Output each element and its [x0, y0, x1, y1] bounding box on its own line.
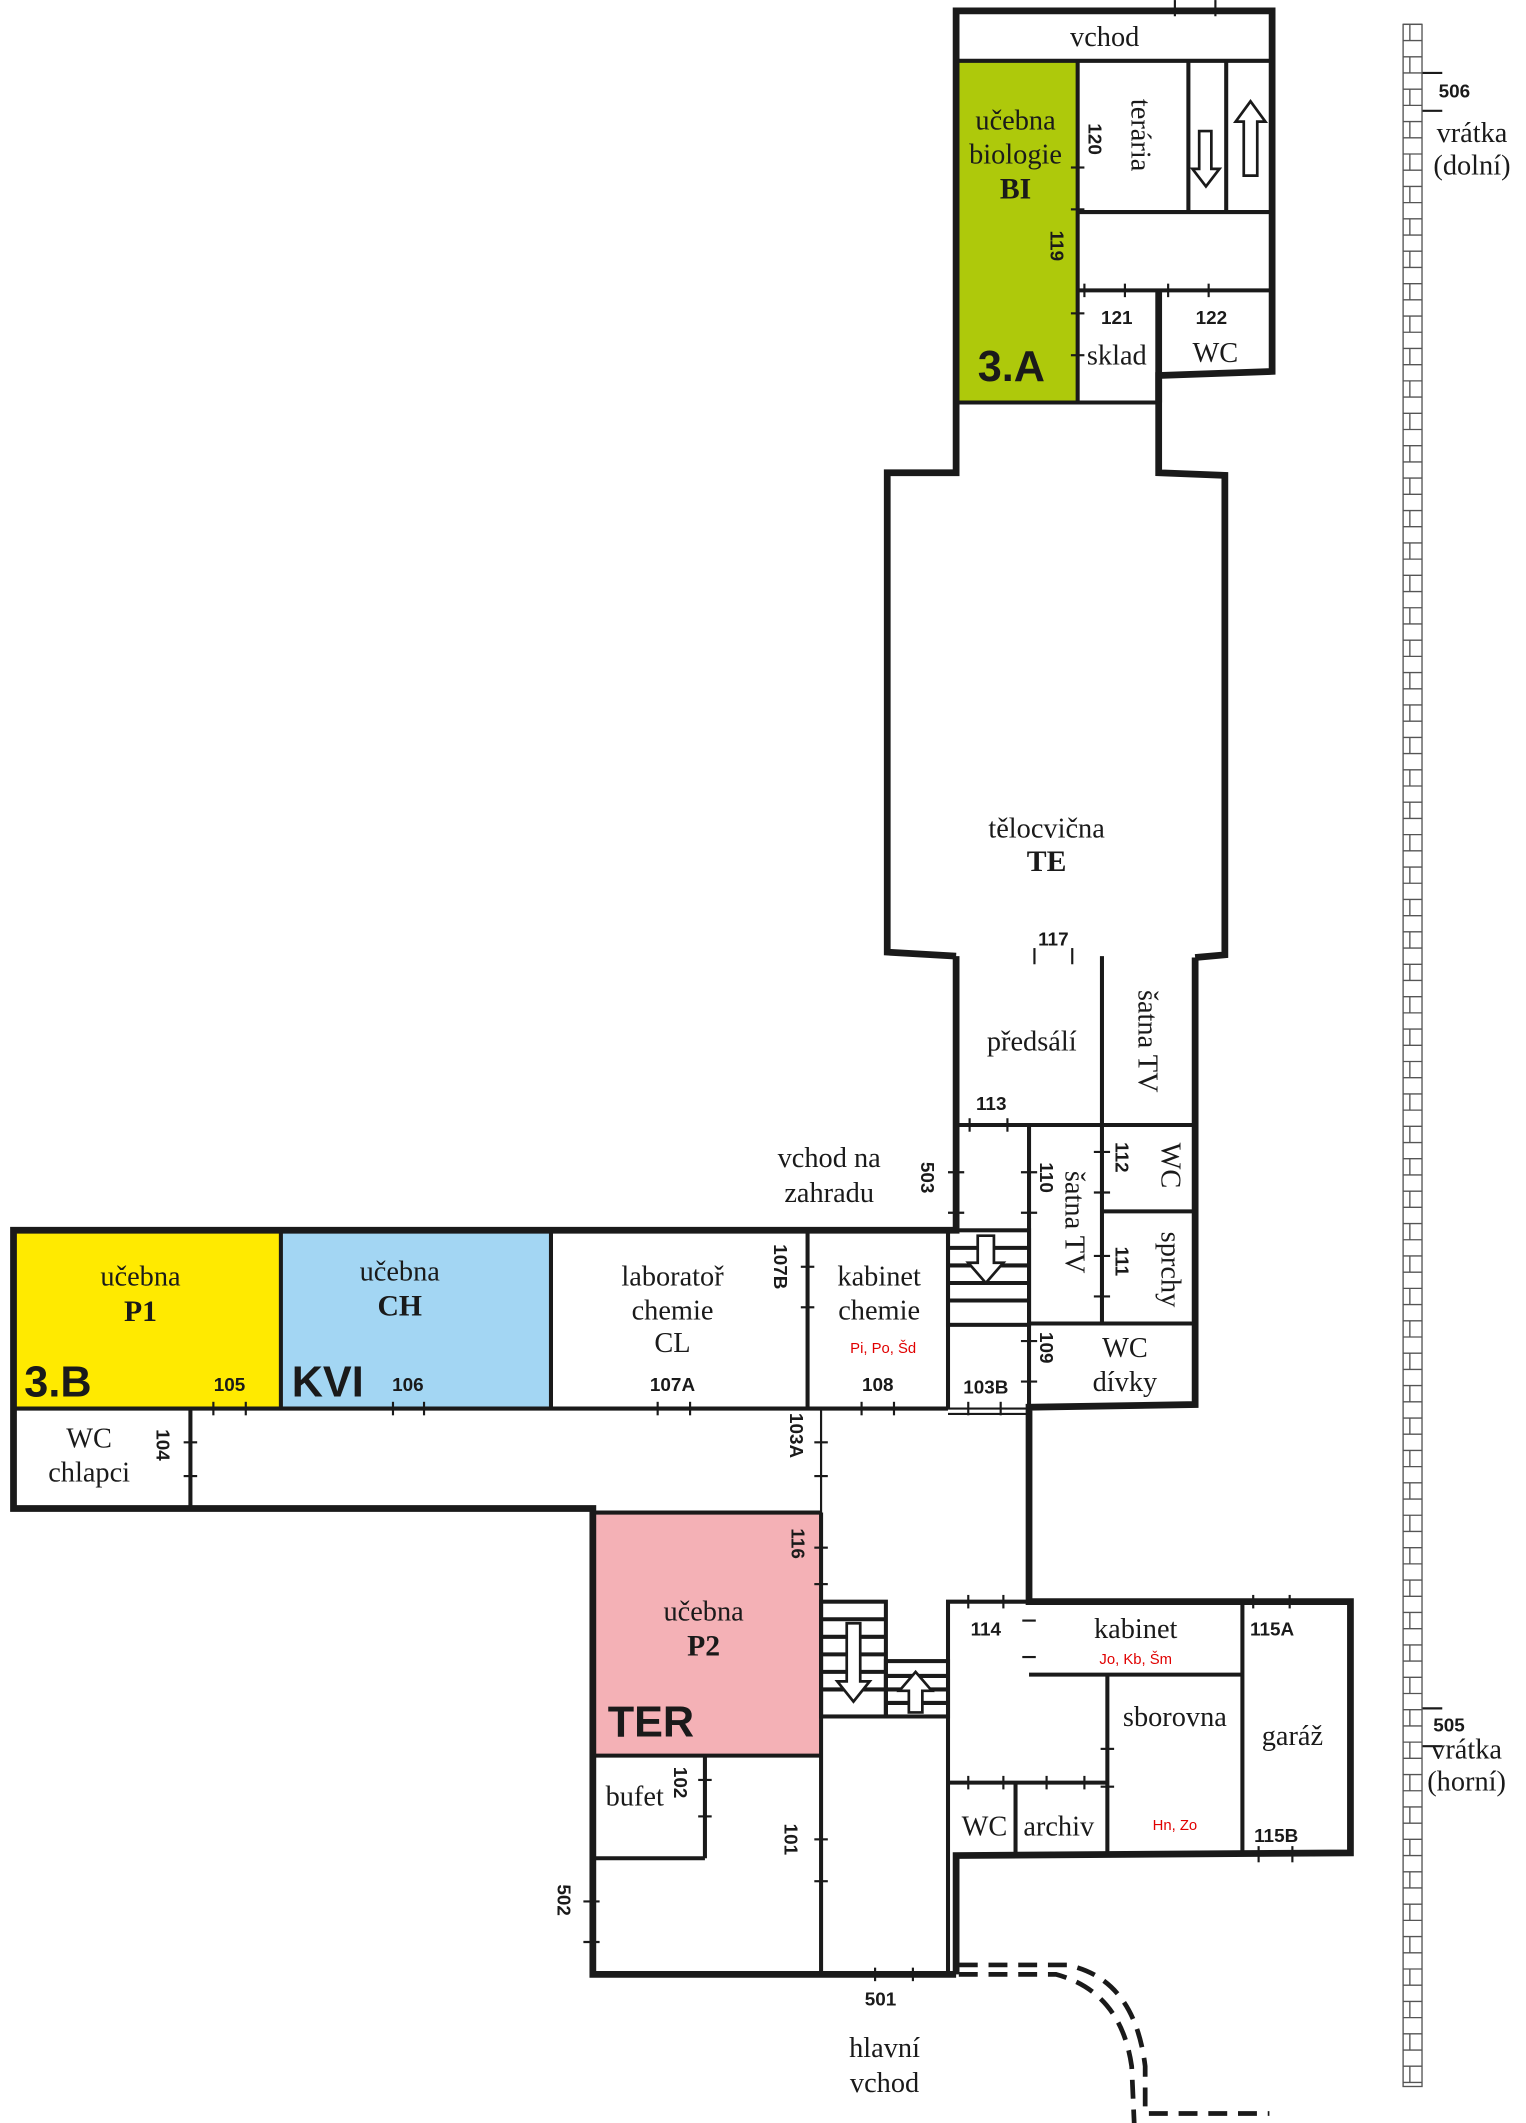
- stairs-bottom: [819, 1599, 951, 1719]
- arrow-down-icon: [965, 1234, 1007, 1286]
- door-112: 112: [1110, 1142, 1131, 1172]
- label-predsali: předsálí: [987, 1027, 1077, 1058]
- door-119: 119: [1046, 231, 1067, 261]
- label-vchod-zahrada-1: vchod na: [778, 1143, 882, 1174]
- label-wc-divky-2: dívky: [1093, 1367, 1158, 1398]
- label-kabinet: kabinet: [1094, 1614, 1178, 1645]
- door-501: 501: [865, 1989, 897, 2010]
- door-103b: 103B: [963, 1378, 1008, 1399]
- label-vratka-horni-2: (horní): [1427, 1767, 1506, 1798]
- label-sprchy: sprchy: [1154, 1232, 1185, 1308]
- fence-outline: [1402, 23, 1423, 2088]
- entrance-path: [958, 1962, 1270, 2123]
- door-111: 111: [1110, 1247, 1131, 1276]
- door-502: 502: [553, 1884, 574, 1916]
- label-ch-1: učebna: [360, 1256, 441, 1287]
- label-wc-top: WC: [1193, 338, 1239, 369]
- label-p1-1: učebna: [100, 1262, 181, 1293]
- label-class-ter: TER: [608, 1699, 694, 1747]
- door-113: 113: [976, 1094, 1006, 1115]
- door-105: 105: [214, 1375, 246, 1396]
- arrow-down-icon: [834, 1621, 873, 1704]
- label-biologie-code: BI: [1000, 174, 1031, 206]
- label-laborator-3: CL: [654, 1328, 690, 1359]
- label-vratka-dolni-1: vrátka: [1437, 118, 1508, 149]
- door-107b: 107B: [769, 1244, 790, 1289]
- label-telocvicna-code: TE: [1027, 846, 1067, 878]
- label-teraria: terária: [1125, 99, 1156, 172]
- label-ch-code: CH: [377, 1290, 422, 1322]
- door-106: 106: [392, 1375, 424, 1396]
- label-class-3a: 3.A: [978, 343, 1045, 391]
- label-p2-1: učebna: [663, 1597, 744, 1628]
- stairs-middle: [945, 1228, 1032, 1327]
- door-117: 117: [1038, 929, 1068, 950]
- label-kabinet-chemie-1: kabinet: [837, 1262, 921, 1293]
- fence: [1402, 23, 1423, 2088]
- door-505: 505: [1433, 1715, 1465, 1736]
- room-biologie-fill[interactable]: [956, 60, 1078, 403]
- door-120: 120: [1083, 123, 1104, 155]
- label-wc-chlapci-2: chlapci: [48, 1457, 130, 1488]
- door-122: 122: [1196, 308, 1228, 329]
- door-101: 101: [780, 1824, 801, 1856]
- door-115a: 115A: [1250, 1619, 1294, 1640]
- label-archiv: archiv: [1023, 1811, 1095, 1842]
- label-class-kvi: KVI: [292, 1358, 364, 1406]
- label-biologie-1: učebna: [975, 106, 1056, 137]
- room-p2-fill[interactable]: [592, 1512, 822, 1756]
- label-kabinet-staff: Jo, Kb, Šm: [1099, 1651, 1172, 1668]
- interior-walls: [13, 58, 1273, 1975]
- door-104: 104: [152, 1429, 173, 1461]
- door-108: 108: [862, 1375, 894, 1396]
- label-vratka-horni-1: vrátka: [1431, 1734, 1502, 1765]
- label-hlavni-vchod-2: vchod: [850, 2068, 919, 2099]
- door-103a: 103A: [785, 1413, 806, 1459]
- door-109: 109: [1035, 1332, 1056, 1364]
- room-ch-fill[interactable]: [280, 1230, 551, 1409]
- label-wc-bottom: WC: [962, 1811, 1008, 1842]
- door-107a: 107A: [650, 1375, 696, 1396]
- door-121: 121: [1101, 308, 1133, 329]
- arrow-up-icon: [1232, 99, 1269, 177]
- label-garaz: garáž: [1262, 1721, 1323, 1752]
- label-p2-code: P2: [687, 1631, 720, 1663]
- label-class-3b: 3.B: [24, 1358, 91, 1406]
- label-wc-chlapci-1: WC: [66, 1424, 112, 1455]
- label-p1-code: P1: [124, 1296, 157, 1328]
- label-wc-divky-1: WC: [1102, 1333, 1148, 1364]
- label-vchod: vchod: [1070, 22, 1139, 53]
- door-114: 114: [971, 1619, 1002, 1640]
- label-hlavni-vchod-1: hlavní: [849, 2033, 920, 2064]
- label-vchod-zahrada-2: zahradu: [784, 1178, 874, 1209]
- label-sborovna-staff: Hn, Zo: [1153, 1818, 1198, 1834]
- label-telocvicna: tělocvična: [988, 813, 1105, 844]
- label-satna-tv-2: šatna TV: [1058, 1171, 1089, 1274]
- label-biologie-2: biologie: [969, 139, 1062, 170]
- label-vratka-dolni-2: (dolní): [1433, 150, 1510, 181]
- door-102: 102: [669, 1767, 690, 1799]
- label-kabinet-chemie-staff: Pi, Po, Šd: [850, 1340, 916, 1357]
- door-ticks: [183, 0, 1443, 1982]
- stairs-top-arrows: [1189, 99, 1269, 189]
- room-p1-fill[interactable]: [13, 1230, 281, 1409]
- label-bufet: bufet: [606, 1782, 664, 1813]
- arrow-down-icon: [1189, 129, 1223, 189]
- label-laborator-2: chemie: [632, 1295, 714, 1326]
- label-kabinet-chemie-2: chemie: [838, 1295, 920, 1326]
- door-116: 116: [786, 1528, 807, 1558]
- label-satna-tv-1: šatna TV: [1131, 990, 1162, 1093]
- label-wc-mid: WC: [1154, 1143, 1185, 1189]
- label-sborovna: sborovna: [1123, 1702, 1227, 1733]
- arrow-up-icon: [896, 1669, 935, 1714]
- door-506: 506: [1439, 81, 1471, 102]
- door-115b: 115B: [1254, 1826, 1298, 1847]
- label-sklad: sklad: [1087, 341, 1147, 372]
- label-laborator-1: laboratoř: [621, 1262, 724, 1293]
- door-110: 110: [1035, 1162, 1056, 1192]
- door-503: 503: [916, 1162, 937, 1194]
